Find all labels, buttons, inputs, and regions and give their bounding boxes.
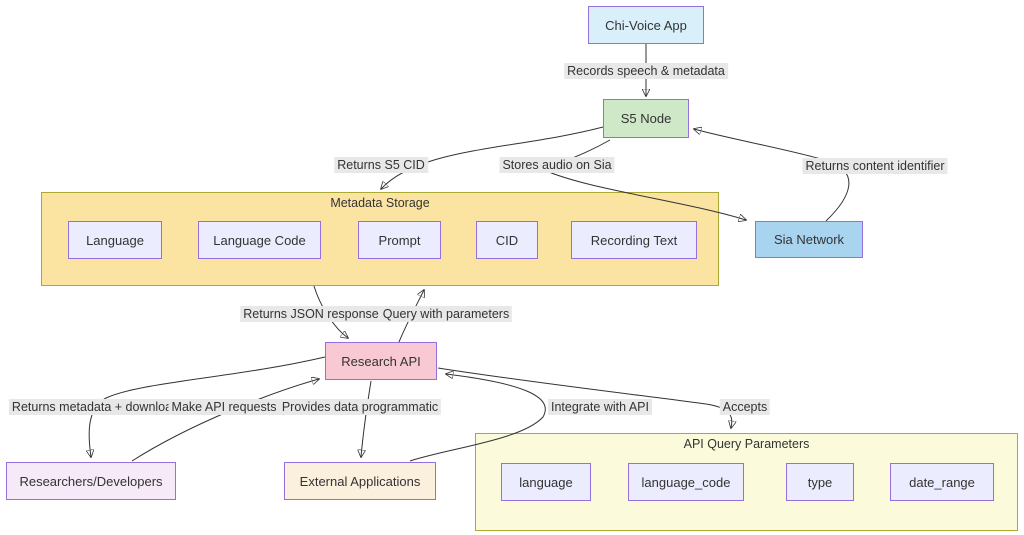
edge-label-returns-content-identifier: Returns content identifier [802, 158, 948, 174]
edge-sia-to-s5 [694, 129, 850, 222]
edge-label-provides-data-programmatic: Provides data programmatic [278, 399, 442, 415]
node-s5-node: S5 Node [603, 99, 689, 138]
cluster-title-api-query-parameters: API Query Parameters [683, 437, 810, 451]
node-external-applications: External Applications [284, 462, 436, 500]
field-prompt: Prompt [358, 221, 441, 259]
edge-label-returns-json-response: Returns JSON response [240, 306, 382, 322]
edge-label-query-with-parameters: Query with parameters [379, 306, 513, 322]
cluster-metadata-storage: Metadata Storage Language Language Code … [41, 192, 719, 286]
edge-external-to-api [409, 374, 546, 462]
edge-s5-to-sia [542, 139, 746, 220]
param-type: type [786, 463, 854, 501]
field-cid: CID [476, 221, 538, 259]
edge-api-to-external [361, 380, 372, 457]
param-language-code: language_code [628, 463, 744, 501]
field-recording-text: Recording Text [571, 221, 697, 259]
node-researchers-developers: Researchers/Developers [6, 462, 176, 500]
edge-label-returns-s5-cid: Returns S5 CID [334, 157, 428, 173]
cluster-title-metadata-storage: Metadata Storage [330, 196, 430, 210]
edge-label-stores-audio: Stores audio on Sia [499, 157, 615, 173]
node-chi-voice-app: Chi-Voice App [588, 6, 704, 44]
node-sia-network: Sia Network [755, 221, 863, 258]
field-language: Language [68, 221, 162, 259]
cluster-api-query-parameters: API Query Parameters language language_c… [475, 433, 1018, 531]
edge-researchers-to-api [131, 379, 319, 462]
param-language: language [501, 463, 591, 501]
edge-label-accepts: Accepts [719, 399, 771, 415]
edge-label-make-api-requests: Make API requests [168, 399, 280, 415]
edge-label-records-speech: Records speech & metadata [564, 63, 728, 79]
edge-label-returns-metadata-download: Returns metadata + downloa [8, 399, 176, 415]
field-language-code: Language Code [198, 221, 321, 259]
edge-api-to-params [437, 367, 732, 428]
param-date-range: date_range [890, 463, 994, 501]
edge-s5-to-metadata [381, 126, 604, 189]
edge-api-to-researchers [89, 356, 326, 457]
node-research-api: Research API [325, 342, 437, 380]
edge-label-integrate-with-api: Integrate with API [548, 399, 652, 415]
